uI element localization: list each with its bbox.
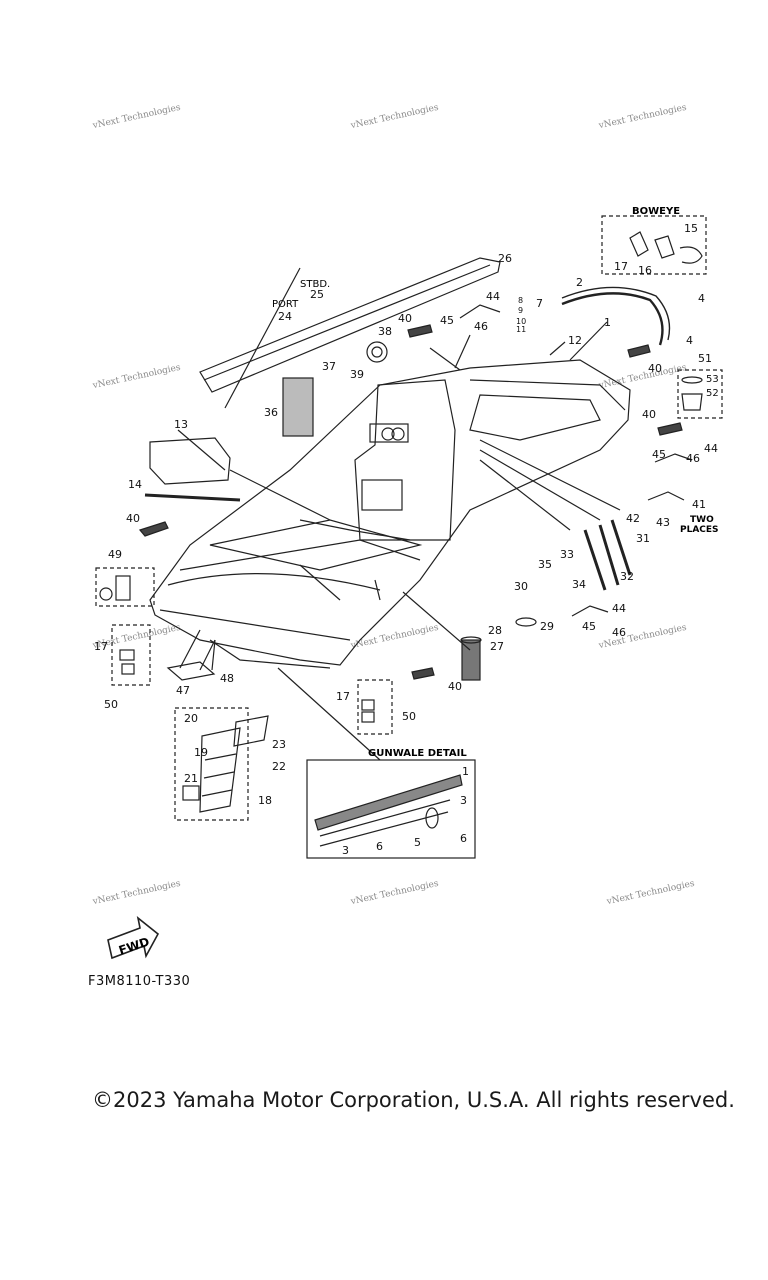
hatch-cover bbox=[282, 377, 314, 437]
callout: 44 bbox=[486, 290, 500, 303]
callout: 46 bbox=[612, 626, 626, 639]
callout: 47 bbox=[176, 684, 190, 697]
callout: 44 bbox=[704, 442, 718, 455]
callout: 7 bbox=[536, 297, 543, 310]
callout: 52 bbox=[706, 388, 719, 399]
gunwale-detail-box bbox=[306, 759, 476, 859]
callout: 11 bbox=[516, 325, 526, 334]
callout: 35 bbox=[538, 558, 552, 571]
callout: 42 bbox=[626, 512, 640, 525]
callout: 29 bbox=[540, 620, 554, 633]
callout: 32 bbox=[620, 570, 634, 583]
callout: 38 bbox=[378, 325, 392, 338]
rod-holder-tube bbox=[461, 639, 481, 681]
callout: 45 bbox=[652, 448, 666, 461]
fwd-arrow bbox=[107, 916, 160, 960]
callout: 40 bbox=[398, 312, 412, 325]
callout: 23 bbox=[272, 738, 286, 751]
callout: 10 bbox=[516, 317, 526, 326]
callout: 6 bbox=[460, 832, 467, 845]
callout: 3 bbox=[460, 794, 467, 807]
callout: 27 bbox=[490, 640, 504, 653]
gunwale-rail bbox=[199, 257, 501, 393]
hull-outline bbox=[149, 359, 631, 666]
callout: 40 bbox=[126, 512, 140, 525]
callout: 37 bbox=[322, 360, 336, 373]
cooler bbox=[149, 437, 231, 485]
callout: 25 bbox=[310, 288, 324, 301]
copyright-notice: ©2023 Yamaha Motor Corporation, U.S.A. A… bbox=[92, 1088, 735, 1112]
boweye-box bbox=[601, 215, 707, 275]
callout: 39 bbox=[350, 368, 364, 381]
callout: 17 bbox=[94, 640, 108, 653]
callout: 48 bbox=[220, 672, 234, 685]
callout: 22 bbox=[272, 760, 286, 773]
callout: 46 bbox=[686, 452, 700, 465]
callout: 36 bbox=[264, 406, 278, 419]
console-panel bbox=[361, 479, 403, 511]
gunwale-detail-label: GUNWALE DETAIL bbox=[368, 748, 467, 759]
callout: 24 bbox=[278, 310, 292, 323]
callout: 50 bbox=[104, 698, 118, 711]
diagram-code: F3M8110-T330 bbox=[88, 974, 191, 989]
boweye-label: BOWEYE bbox=[632, 206, 680, 217]
callout: 19 bbox=[194, 746, 208, 759]
wheel-part bbox=[366, 341, 388, 363]
callout: 20 bbox=[184, 712, 198, 725]
two-places-label: PLACES bbox=[680, 525, 719, 535]
callout: 1 bbox=[604, 316, 611, 329]
callout: 5 bbox=[414, 836, 421, 849]
callout: 3 bbox=[342, 844, 349, 857]
two-places-label: TWO bbox=[690, 515, 714, 525]
callout: 8 bbox=[518, 296, 523, 305]
callout: 43 bbox=[656, 516, 670, 529]
callout: 15 bbox=[684, 222, 698, 235]
callout: 50 bbox=[402, 710, 416, 723]
callout: 17 bbox=[336, 690, 350, 703]
callout: 9 bbox=[518, 306, 523, 315]
callout: 26 bbox=[498, 252, 512, 265]
callout: 53 bbox=[706, 374, 719, 385]
callout: 21 bbox=[184, 772, 198, 785]
callout: 41 bbox=[692, 498, 706, 511]
callout: 40 bbox=[648, 362, 662, 375]
callout: 1 bbox=[462, 765, 469, 778]
callout: 6 bbox=[376, 840, 383, 853]
ladder-box bbox=[174, 707, 249, 821]
callout: 17 bbox=[614, 260, 628, 273]
callout: 33 bbox=[560, 548, 574, 561]
callout: 45 bbox=[440, 314, 454, 327]
callout: 12 bbox=[568, 334, 582, 347]
callout: 31 bbox=[636, 532, 650, 545]
callout: 40 bbox=[642, 408, 656, 421]
callout: 51 bbox=[698, 352, 712, 365]
callout: 18 bbox=[258, 794, 272, 807]
callout: 30 bbox=[514, 580, 528, 593]
callout: 45 bbox=[582, 620, 596, 633]
callout: 14 bbox=[128, 478, 142, 491]
rub-rail bbox=[561, 292, 664, 346]
callout: 46 bbox=[474, 320, 488, 333]
callout: 2 bbox=[576, 276, 583, 289]
callout: 44 bbox=[612, 602, 626, 615]
port-label: PORT bbox=[272, 299, 299, 310]
stbd-label: STBD. bbox=[300, 279, 330, 290]
callout: 4 bbox=[698, 292, 705, 305]
callout: 13 bbox=[174, 418, 188, 431]
callout: 49 bbox=[108, 548, 122, 561]
callout: 16 bbox=[638, 264, 652, 277]
rod-holders bbox=[583, 519, 632, 591]
center-console bbox=[354, 379, 456, 541]
callout: 34 bbox=[572, 578, 586, 591]
rod bbox=[144, 493, 241, 502]
callout: 40 bbox=[448, 680, 462, 693]
callout: 4 bbox=[686, 334, 693, 347]
callout: 28 bbox=[488, 624, 502, 637]
